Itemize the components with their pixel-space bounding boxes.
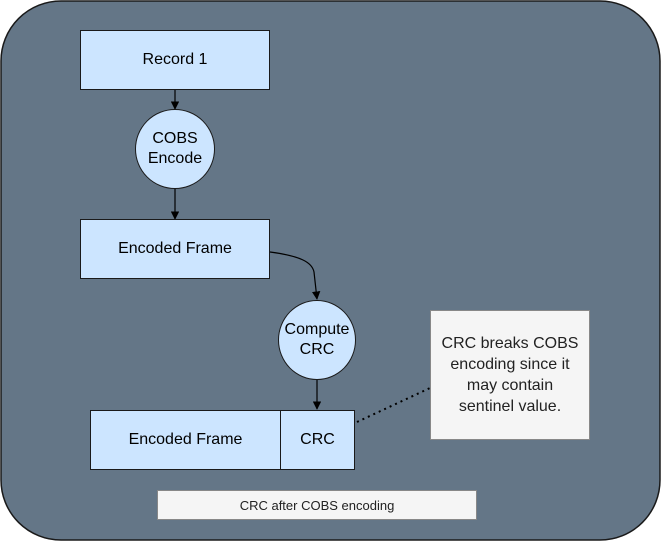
encoded-frame-label: Encoded Frame — [118, 240, 232, 257]
compute-crc-label-line-1: Compute — [284, 321, 350, 338]
cobs-encode-node: COBS Encode — [135, 109, 215, 189]
note-line-4: sentinel value. — [458, 398, 562, 415]
record-label: Record 1 — [142, 51, 208, 68]
note-line-1: CRC breaks COBS — [441, 335, 579, 352]
arrow-encoded-frame-to-compute-crc — [269, 251, 321, 300]
final-encoded-frame-node: Encoded Frame — [90, 410, 281, 470]
compute-crc-node: Compute CRC — [278, 300, 356, 380]
encoded-frame-node: Encoded Frame — [80, 219, 270, 279]
cobs-encode-label-line-2: Encode — [147, 150, 203, 167]
final-crc-node: CRC — [280, 410, 355, 470]
compute-crc-label-line-2: CRC — [299, 341, 335, 358]
note-connector-dotted — [356, 387, 431, 423]
note-line-3: may contain — [466, 377, 554, 394]
crc-warning-note: CRC breaks COBS encoding since it may co… — [430, 310, 590, 440]
record-node: Record 1 — [80, 30, 270, 90]
diagram-caption: CRC after COBS encoding — [157, 490, 477, 520]
caption-text: CRC after COBS encoding — [239, 497, 395, 513]
cobs-encode-label-line-1: COBS — [152, 130, 198, 147]
note-line-2: encoding since it — [450, 356, 570, 373]
final-encoded-frame-label: Encoded Frame — [128, 431, 243, 448]
final-crc-label: CRC — [300, 431, 335, 448]
